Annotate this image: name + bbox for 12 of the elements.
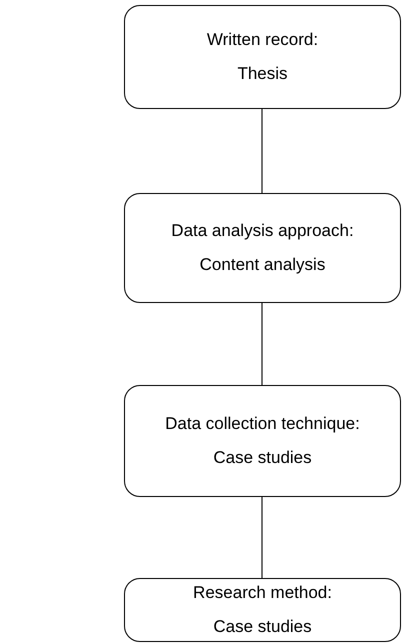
box-text: Written record: <box>206 30 318 50</box>
box-text: Content analysis <box>200 255 326 275</box>
rounded-box <box>124 385 401 497</box>
box-text: Case studies <box>213 448 312 468</box>
rounded-box <box>124 578 401 642</box>
box-text: Case studies <box>213 617 312 637</box>
box-text: Thesis <box>237 64 288 84</box>
box-text: Research method: <box>193 583 332 603</box>
rounded-box <box>124 193 401 303</box>
rounded-box <box>124 5 401 109</box>
box-text: Data analysis approach: <box>171 221 354 241</box>
box-text: Data collection technique: <box>165 414 360 434</box>
